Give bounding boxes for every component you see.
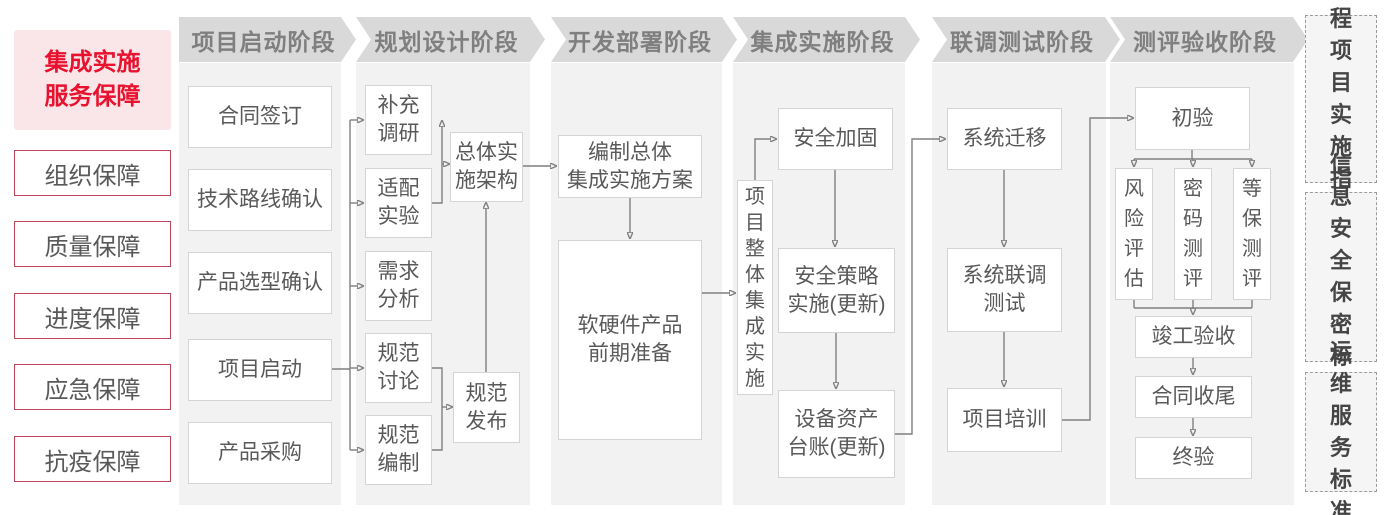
- phase-label: 测评验收阶段: [1133, 28, 1277, 55]
- phase-label: 规划设计阶段: [374, 28, 519, 55]
- node-classified-protection-eval: 等 保 测 评: [1233, 168, 1271, 300]
- node-project-kickoff: 项目启动: [188, 339, 332, 401]
- guarantee-item-quality: 质量保障: [14, 221, 171, 267]
- node-crypto-evaluation: 密 码 测 评: [1174, 168, 1212, 300]
- node-risk-assessment: 风 险 评 估: [1115, 168, 1153, 300]
- node-spec-release: 规范 发布: [453, 372, 520, 443]
- node-product-selection-confirm: 产品选型确认: [188, 252, 332, 314]
- node-security-hardening: 安全加固: [778, 108, 893, 170]
- node-contract-sign: 合同签订: [188, 86, 332, 148]
- guarantee-item-emergency: 应急保障: [14, 364, 171, 410]
- phase-label: 集成实施阶段: [750, 28, 895, 55]
- node-system-migration: 系统迁移: [947, 108, 1062, 170]
- phase-header-deployment: 开发部署阶段: [551, 17, 737, 62]
- phase-header-kickoff: 项目启动阶段: [179, 17, 356, 62]
- guarantee-item-schedule: 进度保障: [14, 293, 171, 339]
- node-adaptation-experiment: 适配 实验: [365, 168, 432, 238]
- node-asset-ledger-update: 设备资产 台账(更新): [778, 390, 895, 478]
- node-hw-sw-preparation: 软硬件产品 前期准备: [558, 240, 702, 440]
- phase-label: 联调测试阶段: [950, 28, 1094, 55]
- node-initial-acceptance: 初验: [1135, 87, 1250, 150]
- node-security-policy-impl: 安全策略 实施(更新): [778, 248, 895, 333]
- guarantee-item-organization: 组织保障: [14, 150, 171, 196]
- standard-box-project-guide: 工程 项目 实施 指引: [1305, 6, 1377, 223]
- standard-box-ops-standard: 运维 服务 标准: [1305, 339, 1377, 515]
- phase-header-joint-test: 联调测试阶段: [932, 17, 1120, 62]
- node-requirement-analysis: 需求 分析: [365, 251, 432, 321]
- page-title: 集成实施 服务保障: [14, 30, 171, 130]
- phase-label: 项目启动阶段: [191, 28, 336, 55]
- node-supplement-research: 补充 调研: [365, 85, 432, 155]
- phase-header-planning: 规划设计阶段: [356, 17, 545, 62]
- node-overall-integration-plan: 编制总体 集成实施方案: [558, 135, 702, 198]
- phase-header-integration: 集成实施阶段: [733, 17, 920, 62]
- node-project-training: 项目培训: [947, 388, 1062, 452]
- node-final-acceptance: 终验: [1135, 437, 1252, 479]
- node-tech-route-confirm: 技术路线确认: [188, 169, 332, 231]
- node-spec-compilation: 规范 编制: [365, 415, 432, 485]
- node-product-procurement: 产品采购: [188, 422, 332, 484]
- node-spec-discussion: 规范 讨论: [365, 333, 432, 403]
- guarantee-item-epidemic: 抗疫保障: [14, 436, 171, 482]
- phase-label: 开发部署阶段: [568, 28, 712, 55]
- node-completion-acceptance: 竣工验收: [1135, 316, 1252, 358]
- node-contract-closure: 合同收尾: [1135, 376, 1252, 418]
- node-overall-impl-architecture: 总体实 施架构: [450, 132, 523, 202]
- phase-header-acceptance: 测评验收阶段: [1110, 17, 1308, 62]
- node-joint-debug-test: 系统联调 测试: [947, 248, 1062, 332]
- node-overall-integration-impl: 项 目 整 体 集 成 实 施: [737, 180, 773, 395]
